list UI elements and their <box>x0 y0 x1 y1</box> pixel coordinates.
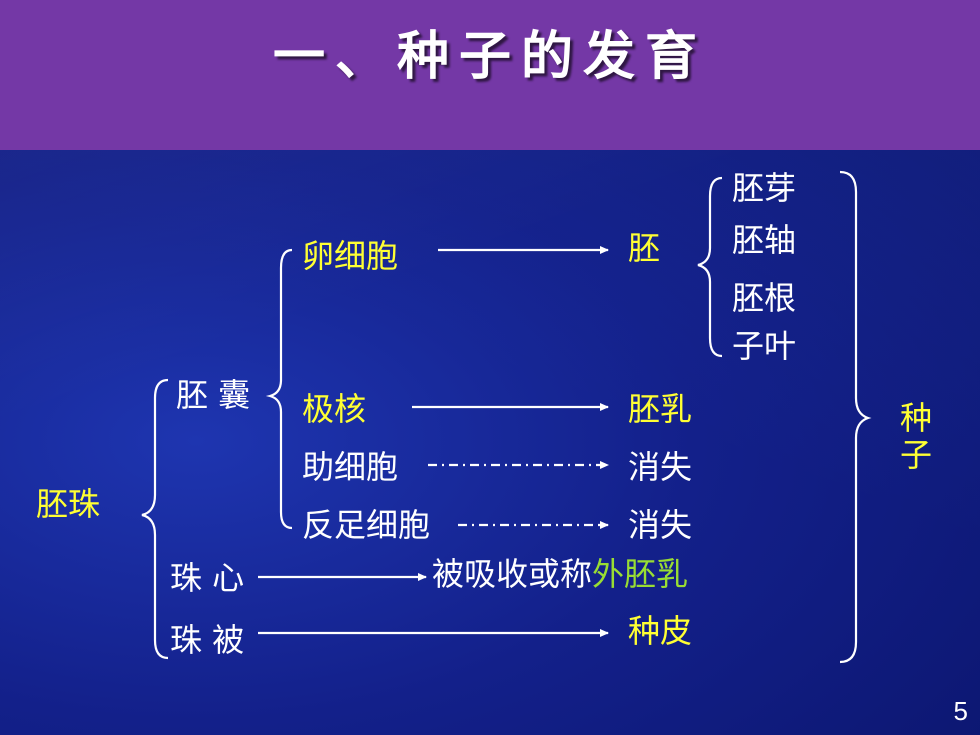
label-antipodal-cells: 反足细胞 <box>302 506 431 544</box>
label-seed-coat: 种皮 <box>628 612 693 650</box>
label-egg-cell: 卵细胞 <box>302 237 399 275</box>
label-nucellus: 珠 心 <box>170 559 245 597</box>
label-embryo-sac: 胚 囊 <box>176 376 251 414</box>
label-embryo: 胚 <box>628 229 661 267</box>
brace-ovule <box>141 378 169 660</box>
slide-title: 一、种子的发育 <box>272 26 707 87</box>
label-hypocotyl: 胚轴 <box>732 221 797 259</box>
label-plumule: 胚芽 <box>732 169 797 207</box>
label-radicle: 胚根 <box>732 279 797 317</box>
page-number: 5 <box>953 696 968 726</box>
brace-embryo <box>697 176 723 358</box>
brace-embryo-sac <box>265 248 293 530</box>
title-bar <box>0 0 980 150</box>
label-seed: 种 子 <box>900 399 933 474</box>
brace-seed <box>839 170 872 664</box>
label-disappear-1: 消失 <box>628 448 693 486</box>
label-absorbed: 被吸收或称 <box>432 555 593 593</box>
label-synergids: 助细胞 <box>302 448 399 486</box>
label-perisperm-line: 被吸收或称外胚乳 <box>432 558 688 590</box>
label-polar-nuclei: 极核 <box>302 390 367 428</box>
label-ovule: 胚珠 <box>36 485 101 523</box>
label-endosperm: 胚乳 <box>628 390 693 428</box>
label-integument: 珠 被 <box>170 621 245 659</box>
label-cotyledon: 子叶 <box>732 327 797 365</box>
label-perisperm: 外胚乳 <box>592 555 689 593</box>
label-disappear-2: 消失 <box>628 506 693 544</box>
